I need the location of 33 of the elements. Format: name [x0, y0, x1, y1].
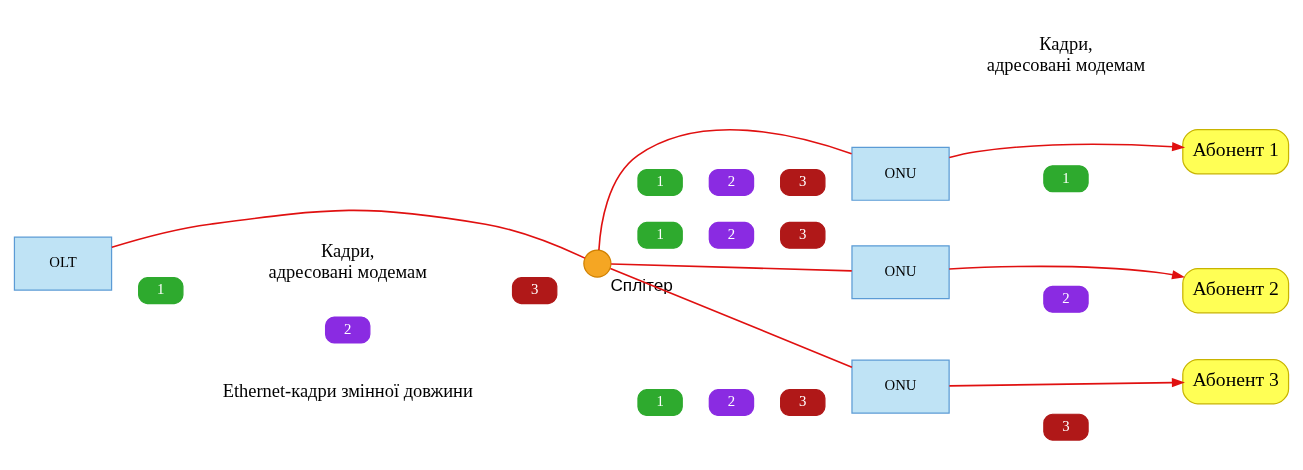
arrow: [948, 142, 1186, 159]
node-box: 3: [1043, 413, 1089, 441]
node-box: 2: [708, 168, 755, 196]
node-box: 1: [637, 389, 683, 417]
node-box: 3: [511, 277, 558, 305]
node-box: 2: [324, 316, 371, 344]
node-box: 2: [708, 221, 755, 249]
node-box: 1: [1043, 165, 1089, 193]
node-box: Абонент 1: [1182, 128, 1290, 175]
node-box: Абонент 2: [1182, 267, 1290, 314]
node-box: 1: [637, 221, 683, 249]
connector: [111, 209, 586, 259]
node-box: OLT: [13, 236, 113, 291]
arrow: [948, 378, 1185, 388]
node-box: 3: [780, 168, 826, 196]
node-box: 3: [780, 221, 826, 249]
arrow: [948, 265, 1186, 280]
node-box: Абонент 3: [1182, 358, 1290, 405]
label: Кадри, адресовані модемам: [268, 241, 427, 283]
node-box: 2: [708, 389, 755, 417]
node-box: 1: [637, 168, 683, 196]
node-box: ONU: [851, 359, 950, 414]
node-box: 2: [1043, 285, 1089, 313]
label: Кадри, адресовані модемам: [986, 33, 1146, 75]
connector: [609, 267, 853, 368]
node-box: 3: [780, 389, 826, 417]
node-circle: [583, 249, 612, 278]
node-box: ONU: [851, 245, 950, 300]
node-box: 1: [138, 277, 184, 305]
label: Ethernet-кадри змінної довжини: [222, 381, 473, 402]
connector: [610, 263, 853, 272]
connector: [598, 129, 853, 251]
node-box: ONU: [851, 146, 950, 201]
